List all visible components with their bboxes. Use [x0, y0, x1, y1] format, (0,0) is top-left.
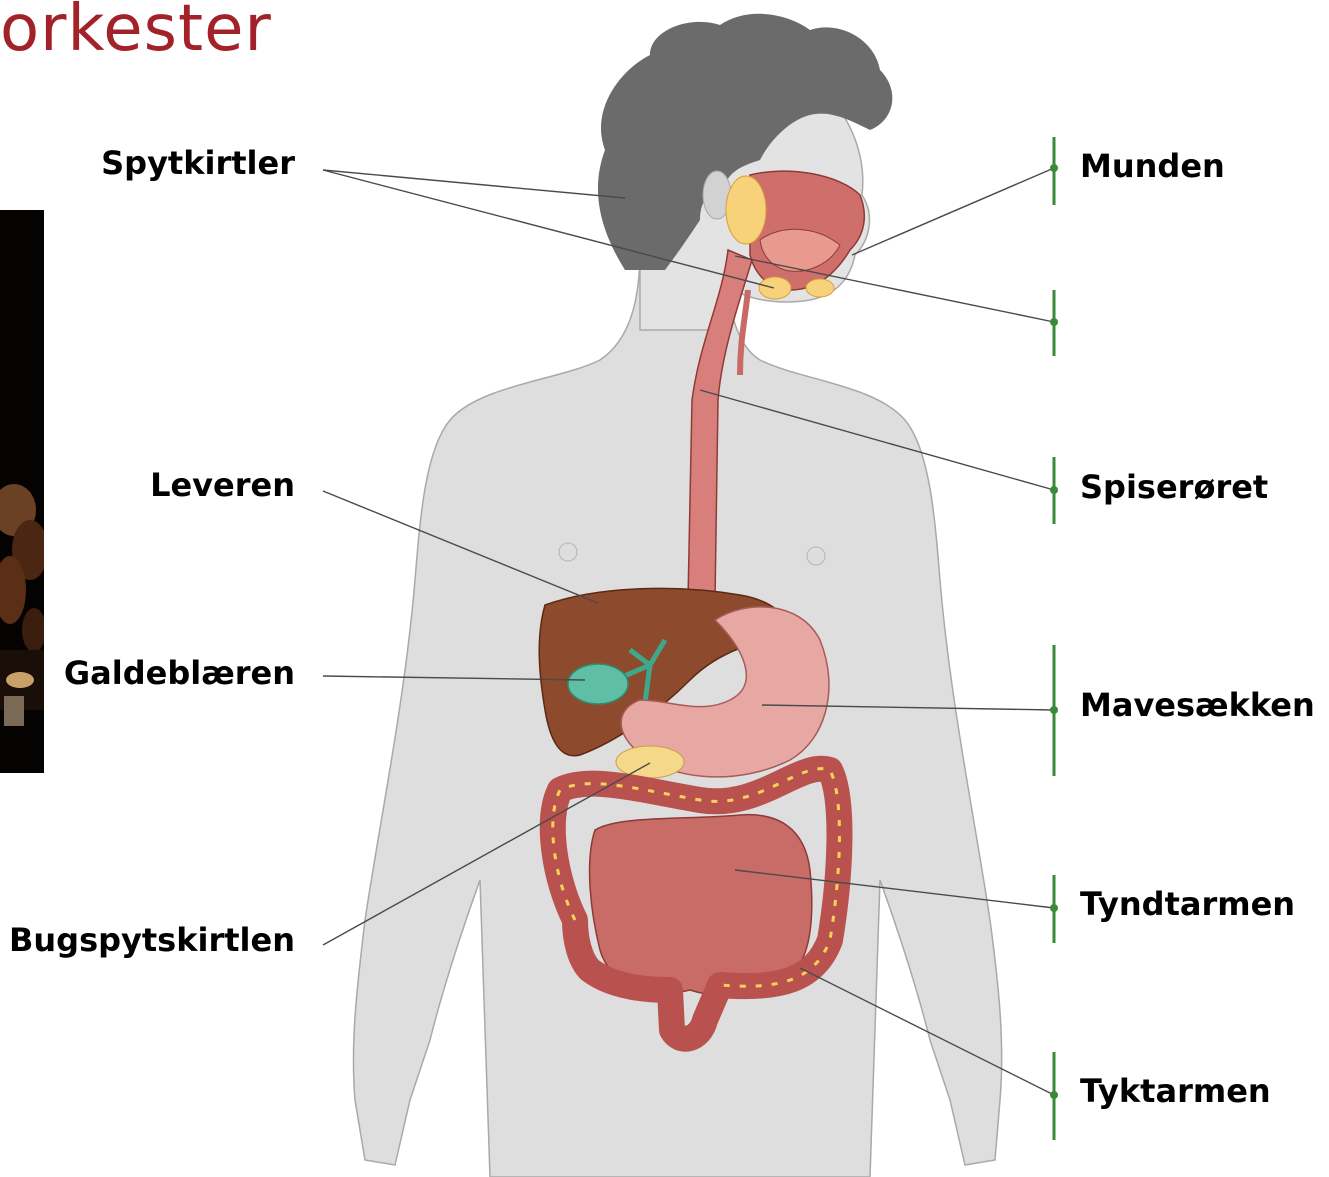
small-intestine — [590, 815, 812, 995]
leader-spytkirtler-1 — [323, 170, 625, 198]
marker-dot-pharynx — [1051, 319, 1058, 326]
label-mavesaekken: Mavesækken — [1080, 686, 1315, 724]
submandibular-gland — [759, 277, 791, 299]
sublingual-gland — [806, 279, 834, 297]
label-leveren: Leveren — [150, 466, 295, 504]
marker-dot-munden — [1051, 165, 1058, 172]
label-spiseroeret: Spiserøret — [1080, 468, 1268, 506]
gallbladder — [568, 664, 628, 704]
marker-dot-spiseroeret — [1051, 487, 1058, 494]
label-galdeblaeren: Galdeblæren — [64, 654, 295, 692]
marker-dot-tyndtarmen — [1051, 905, 1058, 912]
label-tyndtarmen: Tyndtarmen — [1080, 885, 1295, 923]
label-spytkirtler: Spytkirtler — [101, 144, 295, 182]
marker-dot-mavesaekken — [1051, 707, 1058, 714]
leader-munden — [852, 168, 1054, 255]
marker-dot-tyktarmen — [1051, 1092, 1058, 1099]
pancreas — [616, 746, 684, 778]
label-bugspytskirtlen: Bugspytskirtlen — [9, 921, 295, 959]
parotid-gland — [726, 176, 766, 244]
label-tyktarmen: Tyktarmen — [1080, 1072, 1271, 1110]
label-munden: Munden — [1080, 147, 1225, 185]
